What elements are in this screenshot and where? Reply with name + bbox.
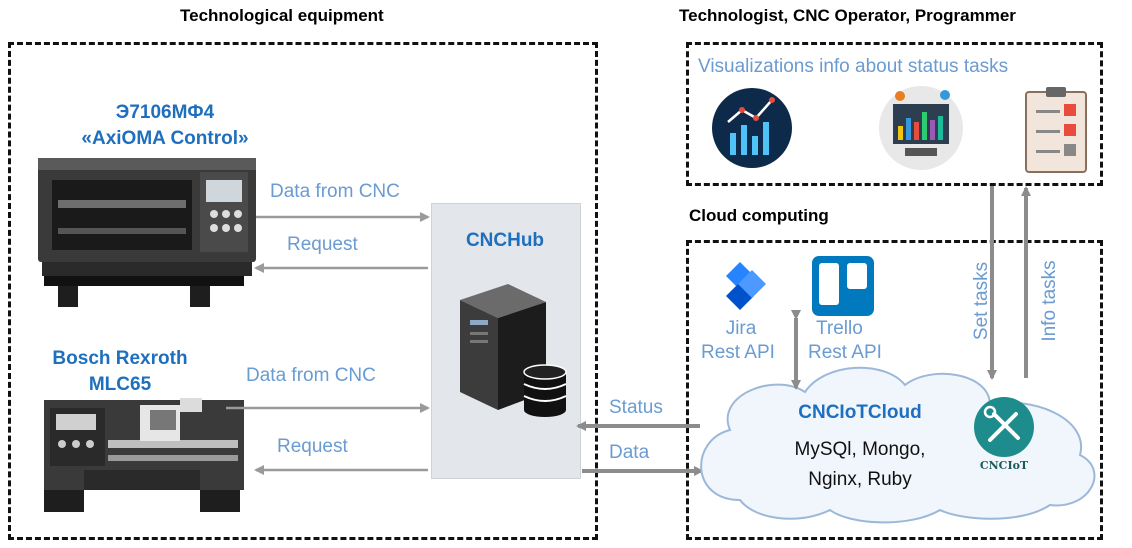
cnciot-logo-text: CNCIoT xyxy=(979,459,1029,472)
label-data-from-cnc-2: Data from CNC xyxy=(246,365,376,386)
label-set-tasks: Set tasks xyxy=(971,261,992,341)
cloud-stack-line1: MySQl, Mongo, xyxy=(794,439,926,460)
cnc-machine-icon xyxy=(38,158,256,307)
title-cloud-computing: Cloud computing xyxy=(689,206,829,225)
cnciot-logo-icon xyxy=(974,397,1034,457)
title-technological-equipment: Technological equipment xyxy=(180,6,384,25)
visualization-title: Visualizations info about status tasks xyxy=(698,56,1009,77)
cloud-stack-line2: Nginx, Ruby xyxy=(808,469,912,490)
trello-logo-icon xyxy=(812,256,874,316)
jira-logo-icon xyxy=(726,262,766,310)
label-request-1: Request xyxy=(287,234,358,255)
label-info-tasks: Info tasks xyxy=(1039,260,1060,342)
lathe-machine-icon xyxy=(44,398,244,512)
label-data: Data xyxy=(609,442,650,463)
trello-label-line2: Rest API xyxy=(808,342,882,363)
cnc2-label-line1: Bosch Rexroth xyxy=(52,348,188,369)
cnchub-panel xyxy=(431,203,581,479)
cnc2-label-line2: MLC65 xyxy=(88,374,152,395)
analytics-dashboard-icon xyxy=(879,86,963,170)
cnc1-label-line1: Э7106МФ4 xyxy=(115,102,215,123)
jira-label-line2: Rest API xyxy=(701,342,775,363)
cnc1-label-line2: «AxiOMA Control» xyxy=(81,128,249,149)
label-data-from-cnc-1: Data from CNC xyxy=(270,181,400,202)
jira-label-line1: Jira xyxy=(725,318,757,339)
trello-label-line1: Trello xyxy=(816,318,863,339)
label-request-2: Request xyxy=(277,436,348,457)
clipboard-checklist-icon xyxy=(1025,87,1087,173)
users-container xyxy=(686,42,1103,186)
cnchub-title: CNCHub xyxy=(465,230,545,251)
title-users: Technologist, CNC Operator, Programmer xyxy=(679,6,1016,25)
cloud-title: CNCIoTCloud xyxy=(798,402,922,423)
analytics-chart-icon xyxy=(712,88,792,168)
cloud-container xyxy=(686,240,1103,540)
label-status: Status xyxy=(609,397,663,418)
database-icon xyxy=(523,364,567,417)
equipment-container xyxy=(8,42,598,540)
